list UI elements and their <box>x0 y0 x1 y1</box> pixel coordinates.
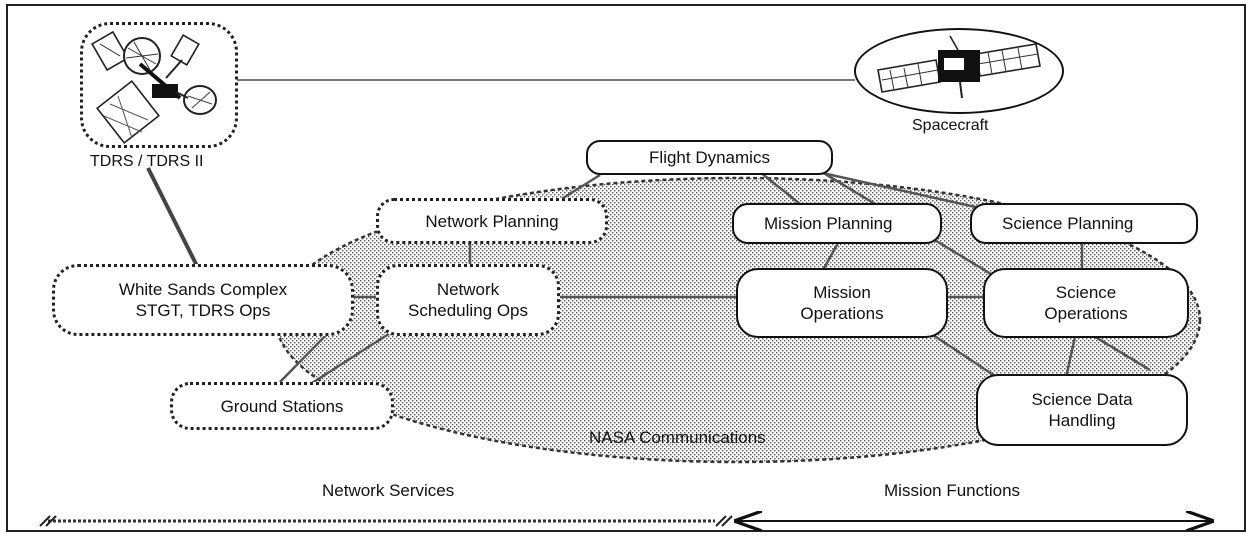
science-data-handling-node: Science Data Handling <box>976 374 1188 446</box>
network-scheduling-ops-node: Network Scheduling Ops <box>376 264 560 336</box>
mission-planning-node: Mission Planning <box>732 203 942 244</box>
link-scheduling-ground-stations <box>311 328 396 385</box>
science-operations-label-line2: Operations <box>1044 304 1128 323</box>
network-planning-node: Network Planning <box>376 198 608 244</box>
science-data-label-line2: Handling <box>1048 411 1116 430</box>
science-operations-label-line1: Science <box>1055 283 1117 302</box>
link-mission-ops-science-data <box>929 331 999 380</box>
science-planning-node: Science Planning <box>970 203 1198 244</box>
white-sands-label-line2: STGT, TDRS Ops <box>135 301 271 320</box>
network-planning-label: Network Planning <box>425 211 559 231</box>
nasa-communications-label: NASA Communications <box>589 428 766 447</box>
ground-stations-label: Ground Stations <box>220 396 344 416</box>
mission-functions-label: Mission Functions <box>884 481 1021 500</box>
divider-break-right <box>715 515 733 527</box>
tdrs-label: TDRS / TDRS II <box>90 153 204 170</box>
flight-dynamics-node: Flight Dynamics <box>586 140 833 175</box>
link-science-ops-science-data <box>1064 331 1078 379</box>
ground-stations-node: Ground Stations <box>170 382 394 430</box>
spacecraft-label: Spacecraft <box>912 117 989 134</box>
diagram-frame <box>6 4 1246 532</box>
mission-operations-node: Mission Operations <box>736 268 948 338</box>
tdrs-frame <box>80 22 238 148</box>
link-flight-dynamics-mission-planning <box>759 171 801 205</box>
white-sands-complex-node: White Sands Complex STGT, TDRS Ops <box>52 264 354 336</box>
white-sands-label-line1: White Sands Complex <box>118 280 288 299</box>
link-mission-planning-mission-ops <box>820 242 840 273</box>
mission-planning-label: Mission Planning <box>764 214 893 233</box>
mission-operations-label-line1: Mission <box>813 283 871 302</box>
mission-operations-label-line2: Operations <box>800 304 884 323</box>
link-flight-dynamics-science-planning <box>817 170 981 210</box>
flight-dynamics-label: Flight Dynamics <box>649 148 770 167</box>
link-tdrs-white-sands <box>146 167 200 269</box>
spacecraft-frame <box>854 28 1064 114</box>
science-data-label-line1: Science Data <box>1031 390 1133 409</box>
network-services-label: Network Services <box>322 481 455 500</box>
network-scheduling-label-line2: Scheduling Ops <box>407 301 529 320</box>
science-operations-node: Science Operations <box>983 268 1189 338</box>
link-flight-dynamics-network-planning <box>559 173 601 202</box>
network-scheduling-label-line1: Network <box>436 280 500 299</box>
divider-break-left <box>39 515 57 527</box>
science-planning-label: Science Planning <box>1002 214 1134 233</box>
